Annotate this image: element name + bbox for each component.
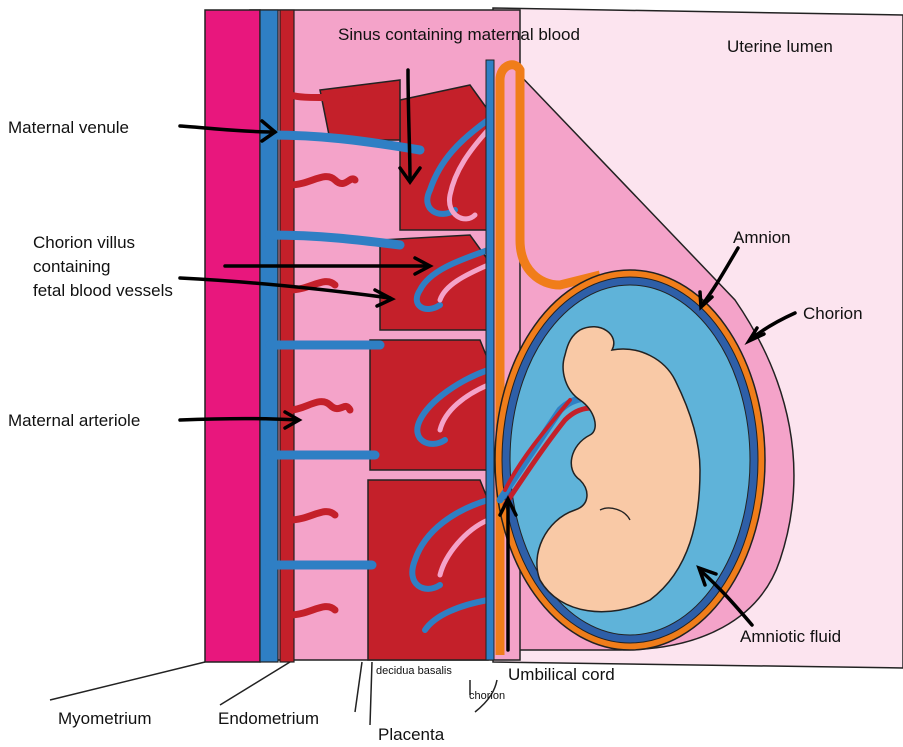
- chorion-villus-label-line2: containing: [33, 257, 111, 276]
- myometrium-label: Myometrium: [58, 709, 152, 728]
- endometrium-label: Endometrium: [218, 709, 319, 728]
- amnion-label: Amnion: [733, 228, 791, 247]
- placenta-label: Placenta: [378, 725, 445, 744]
- sinus-arrow: [408, 70, 410, 180]
- maternal-venule-label: Maternal venule: [8, 118, 129, 137]
- chorion-villus-label-line3: fetal blood vessels: [33, 281, 173, 300]
- chorion-villus-label-line1: Chorion villus: [33, 233, 135, 252]
- myometrium-pointer-line: [50, 662, 205, 700]
- chorion-small-label: chorion: [469, 690, 505, 702]
- placenta-pointer-line-1: [355, 662, 362, 712]
- maternal-arteriole-label: Maternal arteriole: [8, 411, 140, 430]
- chorion-label: Chorion: [803, 304, 863, 323]
- chorionic-plate-vessels: [486, 60, 494, 660]
- endometrium-pointer-line: [220, 662, 290, 705]
- umbilical-cord-label: Umbilical cord: [508, 665, 615, 684]
- sinus-label: Sinus containing maternal blood: [338, 25, 580, 44]
- decidua-basalis-label: decidua basalis: [376, 665, 452, 677]
- amniotic-fluid-label: Amniotic fluid: [740, 627, 841, 646]
- maternal-arteriole-arrow: [180, 419, 298, 421]
- placenta-pointer-line-2: [370, 662, 372, 725]
- uterine-lumen-label: Uterine lumen: [727, 37, 833, 56]
- myometrium-region: [205, 10, 260, 662]
